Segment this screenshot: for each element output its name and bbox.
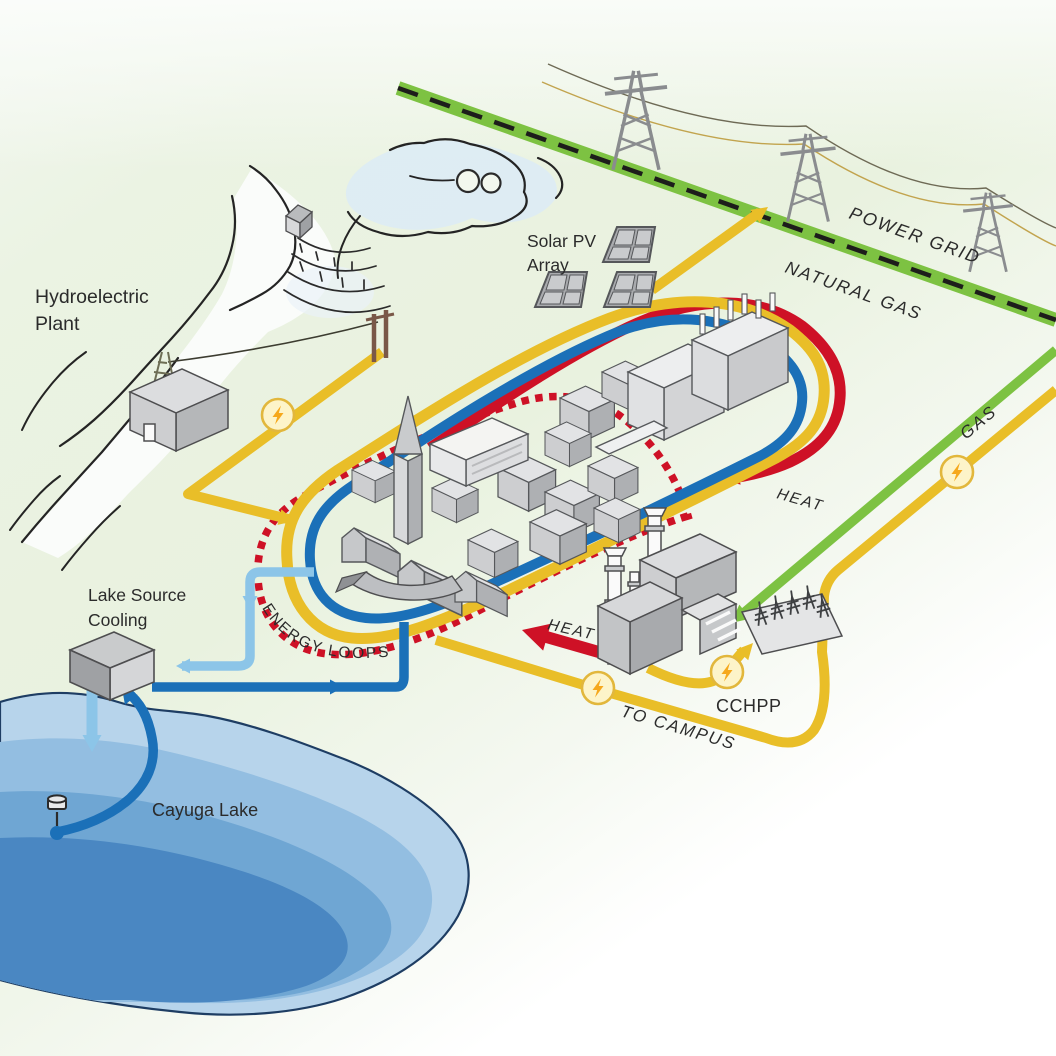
- solar-to-grid-line: [649, 207, 763, 295]
- lake-intake-icon: [47, 794, 67, 826]
- electricity-lines: [183, 207, 1056, 748]
- steam-return-dotted-loop: [254, 392, 693, 659]
- arrow-icon: [242, 596, 258, 610]
- gorge-cliff: [22, 168, 336, 558]
- lake-source-cooling-building: [67, 631, 157, 702]
- lake-intake-pipe: [56, 687, 158, 837]
- grid-wire-lower: [541, 81, 1056, 247]
- substation: [740, 583, 844, 655]
- tree-icon: [455, 168, 481, 194]
- chilled-water-loop-blue: [304, 314, 808, 624]
- lightning-icon: [709, 654, 745, 690]
- intake-point: [50, 826, 64, 840]
- utility-pole-icon: [365, 310, 395, 362]
- warm-water-return-pipes: [86, 567, 314, 740]
- hydro-wire: [167, 321, 379, 363]
- lake-source-cooling-label-2: Cooling: [88, 610, 147, 630]
- slab-building: [428, 417, 530, 488]
- hydroelectric-plant: [128, 310, 395, 453]
- creek-water: [345, 140, 557, 230]
- natural-gas-main: [395, 81, 1056, 327]
- solar-panel: [601, 226, 657, 263]
- lightning-icon: [939, 454, 975, 490]
- lightning-icon: [580, 670, 616, 706]
- campus-buildings: [334, 292, 790, 618]
- power-grid: [541, 63, 1056, 274]
- cchpp-label: CCHPP: [716, 696, 782, 716]
- lake-source-cooling-label: Lake Source: [88, 585, 186, 605]
- falls-pool: [286, 266, 374, 318]
- waterfall-terraces: [283, 237, 391, 314]
- hydro-building: [128, 368, 230, 453]
- grid-wire-upper: [547, 63, 1056, 229]
- hydro-plant-label: Hydroelectric: [35, 286, 149, 308]
- lightning-icon: [260, 397, 296, 433]
- background-top-fade: [0, 0, 1056, 170]
- arrow-icon: [750, 207, 768, 223]
- hydro-plant-label-2: Plant: [35, 313, 80, 335]
- substation-platform: [740, 593, 844, 655]
- arrow-icon: [82, 735, 102, 752]
- clock-tower: [393, 395, 423, 546]
- falls-house: [284, 204, 314, 240]
- solar-label-2: Array: [527, 255, 569, 275]
- industrial-buildings: [594, 292, 790, 455]
- cayuga-lake-label: Cayuga Lake: [152, 800, 258, 820]
- hydro-electricity-line: [183, 347, 385, 524]
- solar-label: Solar PV: [527, 231, 596, 251]
- solar-pv-array: [533, 226, 658, 308]
- cold-water-supply-pipes: [56, 622, 409, 837]
- cchpp-plant: [596, 507, 741, 676]
- solar-panel: [533, 271, 589, 308]
- tree-icon: [480, 172, 502, 194]
- amphitheater: [350, 571, 464, 601]
- warm-return-to-lsc: [182, 567, 314, 671]
- arrow-icon: [736, 643, 753, 661]
- amphitheater-wing: [334, 570, 368, 594]
- cayuga-lake: [0, 691, 470, 1016]
- gas-pipeline-dashes: [397, 85, 1056, 323]
- gas-branch-line: [736, 346, 1056, 620]
- cold-supply-to-loop: [152, 622, 409, 692]
- grid-to-campus-line: [434, 386, 1056, 748]
- heat-arrow-icon: [522, 623, 551, 651]
- arrow-icon: [330, 679, 344, 695]
- solar-panel: [602, 271, 658, 308]
- arrow-icon: [176, 658, 190, 674]
- lake-band-4: [0, 837, 348, 1003]
